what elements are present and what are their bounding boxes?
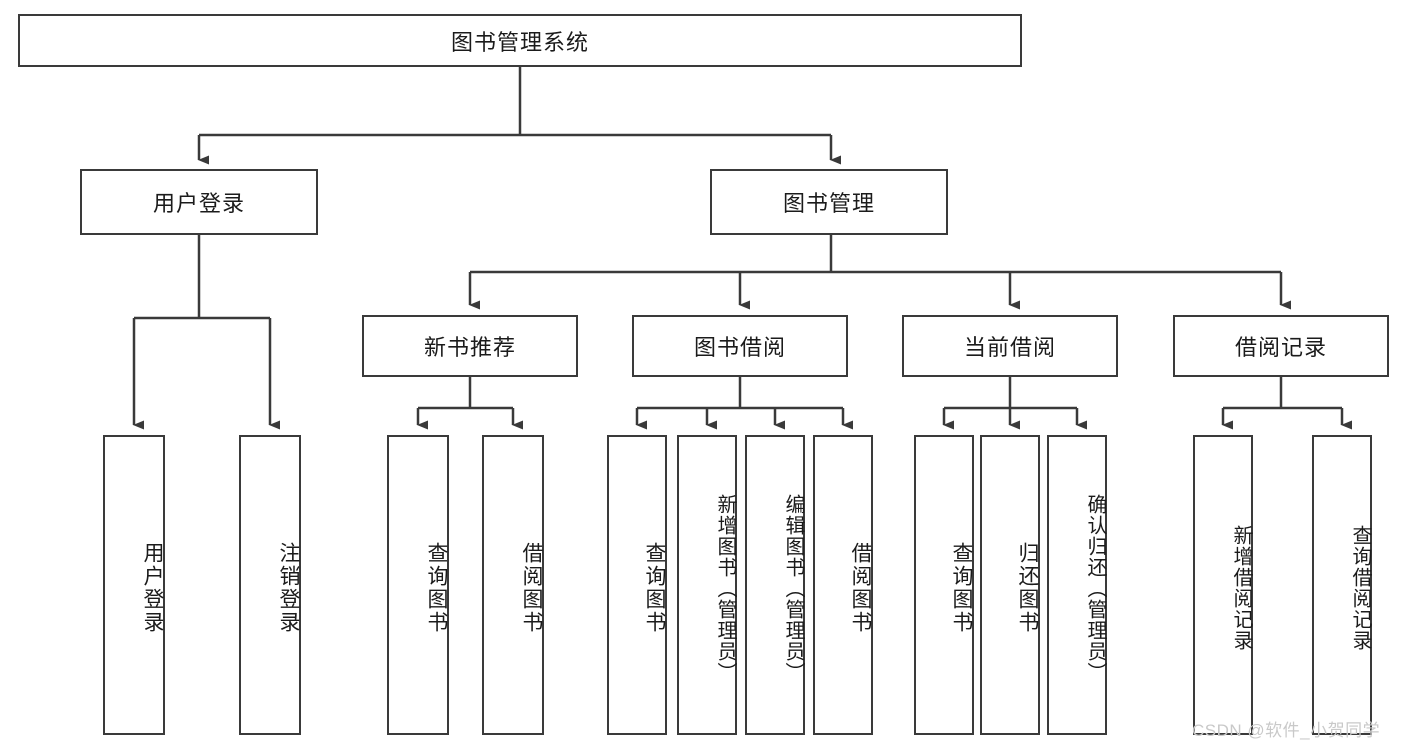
leaf-query-books-recommend[interactable]: 查询图书 [387,435,449,735]
node-label: 当前借阅 [963,335,1056,360]
leaf-confirm-return-admin[interactable]: 确认归还（管理员） [1047,435,1107,735]
leaf-logout[interactable]: 注销登录 [239,435,301,735]
leaf-borrow-books[interactable]: 借阅图书 [813,435,873,735]
leaf-query-books-current[interactable]: 查询图书 [914,435,974,735]
leaf-add-book-admin[interactable]: 新增图书（管理员） [677,435,737,735]
node-label: 查询图书 [643,542,666,634]
leaf-return-books[interactable]: 归还图书 [980,435,1040,735]
leaf-edit-book-admin[interactable]: 编辑图书（管理员） [745,435,805,735]
node-new-book-recommend[interactable]: 新书推荐 [362,315,578,377]
leaf-query-books-borrow[interactable]: 查询图书 [607,435,667,735]
node-borrow-record[interactable]: 借阅记录 [1173,315,1389,377]
node-root-book-management-system[interactable]: 图书管理系统 [18,14,1022,67]
watermark-csdn: CSDN @软件_小贺同学 [1192,721,1381,740]
node-label: 编辑图书（管理员） [782,493,804,683]
leaf-query-borrow-record[interactable]: 查询借阅记录 [1312,435,1372,735]
node-user-login[interactable]: 用户登录 [80,169,318,235]
node-label: 确认归还（管理员） [1084,493,1106,683]
node-label: 图书管理 [782,191,875,216]
node-label: 用户登录 [141,542,164,634]
leaf-borrow-books-recommend[interactable]: 借阅图书 [482,435,544,735]
node-label: 查询图书 [950,542,973,634]
node-label: 借阅图书 [520,542,543,634]
node-label: 查询图书 [425,542,448,634]
node-label: 新增图书（管理员） [714,493,736,683]
node-book-management[interactable]: 图书管理 [710,169,948,235]
node-label: 用户登录 [152,191,245,216]
node-current-borrow[interactable]: 当前借阅 [902,315,1118,377]
node-label: 图书管理系统 [450,29,589,55]
node-label: 归还图书 [1016,542,1039,634]
node-label: 注销登录 [277,542,300,634]
node-label: 查询借阅记录 [1349,525,1371,651]
node-label: 新增借阅记录 [1230,525,1252,651]
node-label: 图书借阅 [693,335,786,360]
node-label: 新书推荐 [423,335,516,360]
node-label: 借阅记录 [1234,335,1327,360]
node-label: 借阅图书 [849,542,872,634]
leaf-add-borrow-record[interactable]: 新增借阅记录 [1193,435,1253,735]
leaf-user-login[interactable]: 用户登录 [103,435,165,735]
node-book-borrow[interactable]: 图书借阅 [632,315,848,377]
